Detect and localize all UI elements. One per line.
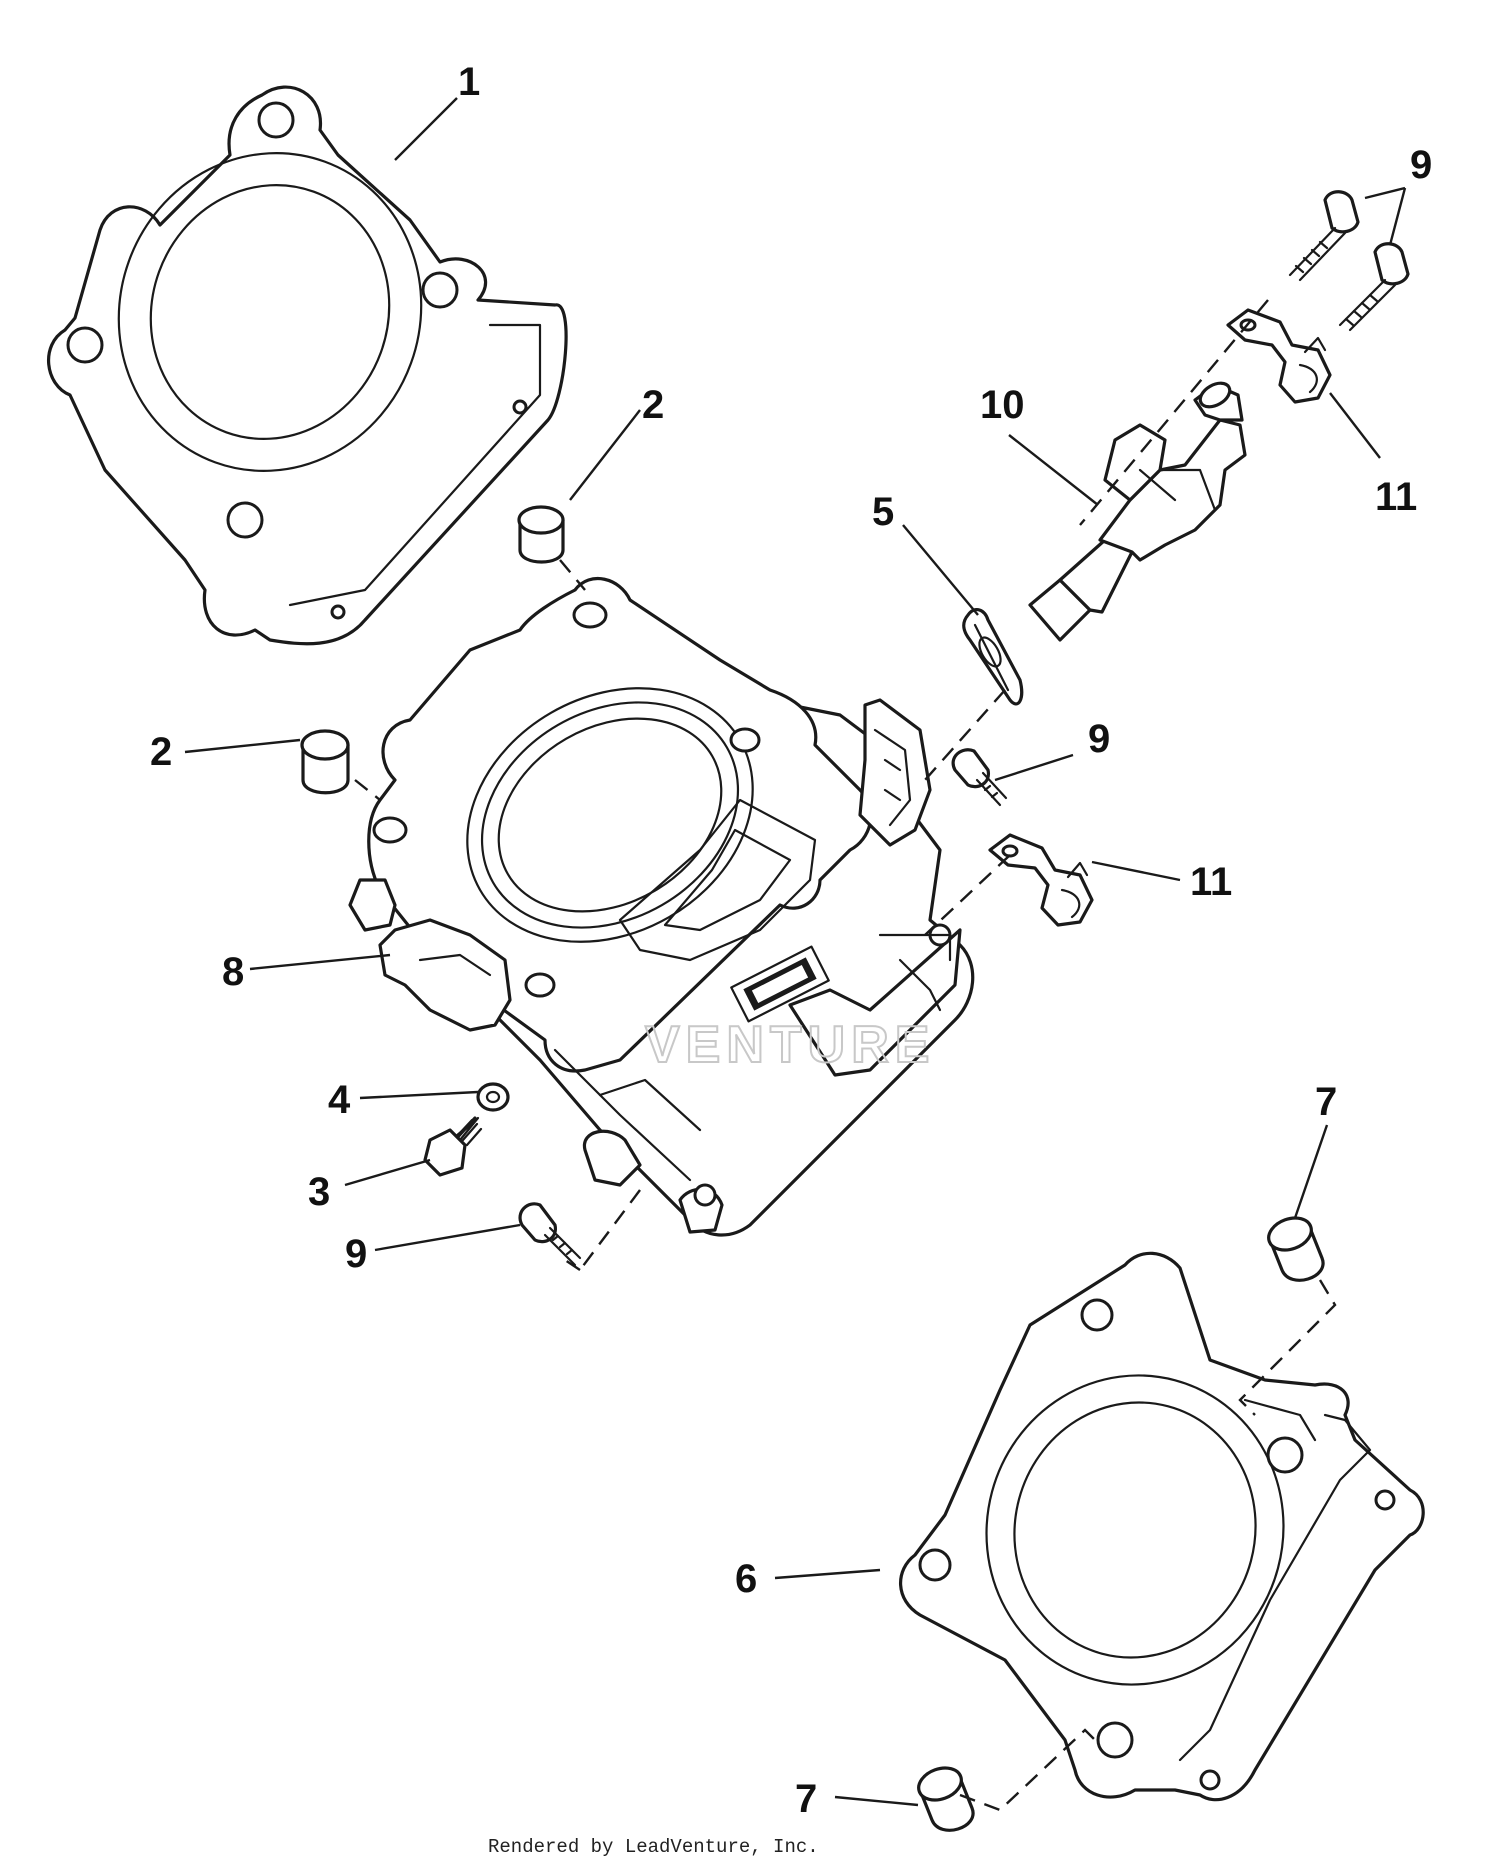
callout-5: 5 [872,490,894,534]
callout-8: 8 [222,950,244,994]
dowel-pin-lower-left [917,1766,975,1832]
callout-7-upper: 7 [1315,1080,1337,1124]
callout-9-upper: 9 [1410,143,1432,187]
dowel-pin-upper [517,505,565,564]
callout-2-upper: 2 [642,383,664,427]
hose-clamp-upper [1226,308,1332,404]
cylinder-block [348,577,975,1237]
base-gasket [899,1251,1425,1802]
callout-11-upper: 11 [1375,475,1417,519]
callout-3: 3 [308,1170,330,1214]
callout-6: 6 [735,1557,757,1601]
tensioner-gasket [962,607,1024,706]
callout-1: 1 [458,60,480,104]
callout-2-left: 2 [150,730,172,774]
assembly-lines [354,299,1337,1812]
dowel-pin-lower-right [1267,1216,1325,1282]
callout-9-middle: 9 [1088,717,1110,761]
cap-screw-upper-right [1338,242,1410,332]
cam-chain-tensioner [1028,381,1247,642]
callout-10: 10 [980,383,1025,427]
cap-screw-upper-left [1288,190,1360,282]
head-gasket [47,85,568,646]
washer [476,1082,510,1112]
dowel-pin-left [300,729,350,795]
cap-screw-middle [951,748,1008,807]
callout-7-lower: 7 [795,1777,817,1821]
callout-11-lower: 11 [1190,860,1232,904]
hose-clamp-lower [988,833,1094,927]
render-credit: Rendered by LeadVenture, Inc. [488,1836,819,1858]
leader-lines [184,97,1407,1807]
watermark: VENTURE [645,1016,935,1074]
callout-4: 4 [328,1078,351,1122]
cap-screw-lower [518,1202,582,1267]
callout-9-lower: 9 [345,1232,367,1276]
flange-bolt [423,1116,483,1177]
callout-labels: 1 2 2 3 4 5 6 7 7 8 9 9 9 10 11 11 [150,60,1432,1821]
